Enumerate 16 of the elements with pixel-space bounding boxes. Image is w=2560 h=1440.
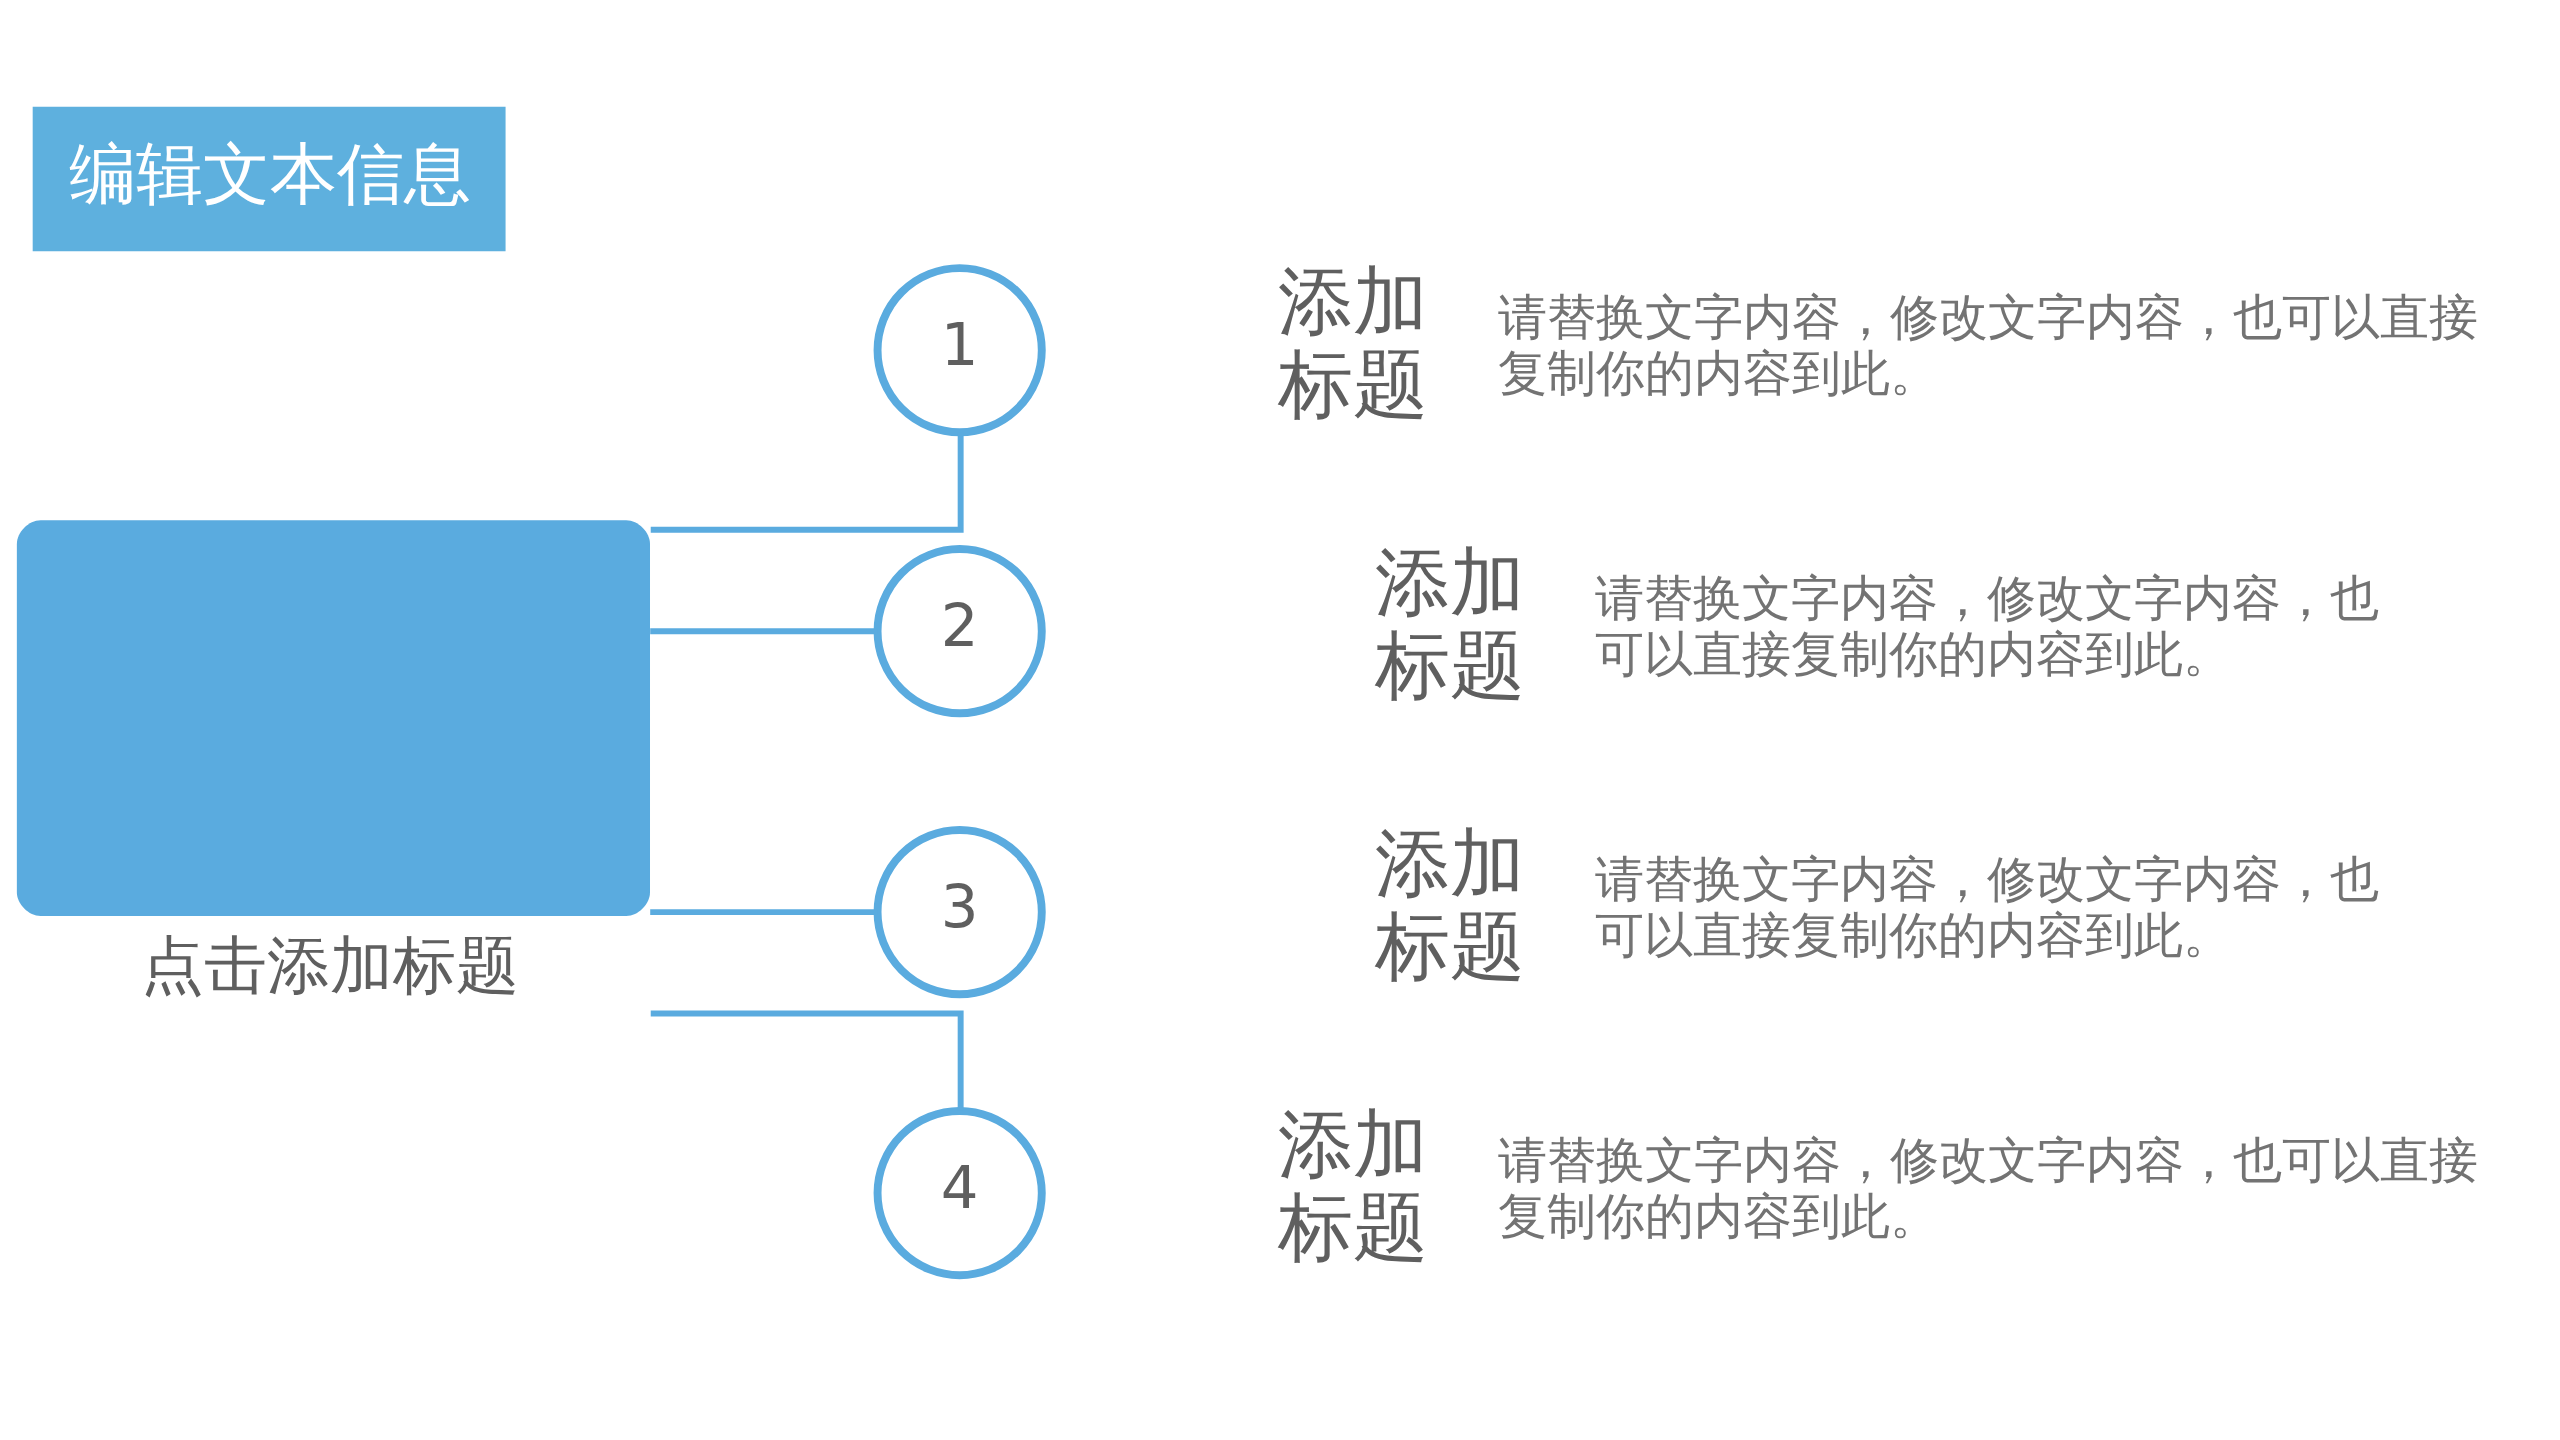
node-label: 请替换文字内容，修改文字内容，也可以直接复制你的内容到此。 <box>1594 850 2379 964</box>
node-label: 点击添加标题 <box>141 927 520 1002</box>
connector <box>650 1010 964 1111</box>
node-label: 请替换文字内容，修改文字内容，也可以直接复制你的内容到此。 <box>1497 1131 2478 1245</box>
node-circle: 1 <box>873 264 1046 437</box>
node-circle: 4 <box>873 1107 1046 1280</box>
node-box <box>16 520 650 917</box>
node-label: 添加标题 <box>1375 538 1526 710</box>
node-circle: 3 <box>873 826 1046 999</box>
node-label: 添加标题 <box>1375 819 1526 991</box>
node-label: 添加标题 <box>1278 1100 1429 1272</box>
node-label: 添加标题 <box>1278 257 1429 429</box>
node-label: 请替换文字内容，修改文字内容，也可以直接复制你的内容到此。 <box>1594 569 2379 683</box>
node-label: 请替换文字内容，修改文字内容，也可以直接复制你的内容到此。 <box>1497 288 2478 402</box>
diagram-title: 编辑文本信息 <box>69 135 472 214</box>
node-circle: 2 <box>873 545 1046 718</box>
